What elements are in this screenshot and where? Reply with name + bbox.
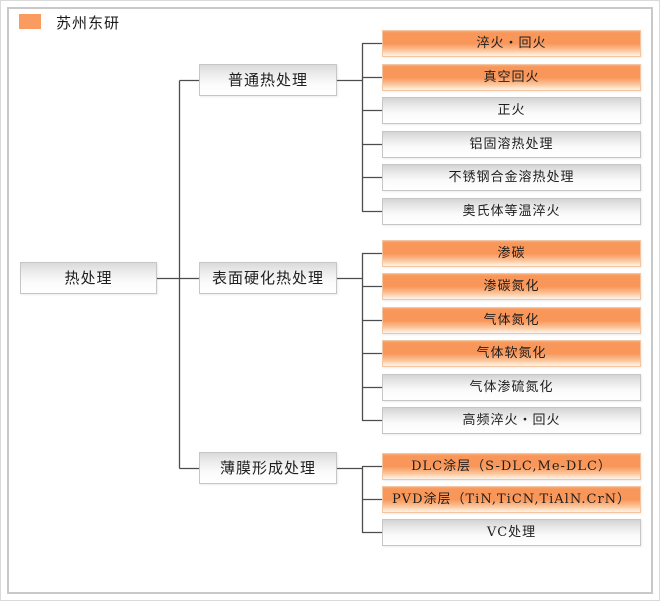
- leaf-node: DLC涂层（S-DLC,Me-DLC）: [382, 453, 641, 480]
- leaf-node: 铝固溶热处理: [382, 131, 641, 158]
- legend-company-label: 苏州东研: [56, 14, 121, 32]
- branch-node-surface-hardening: 表面硬化热处理: [199, 262, 337, 294]
- root-node-heat-treatment: 热处理: [20, 262, 157, 294]
- legend-color-swatch: [19, 14, 41, 29]
- leaf-node: 不锈钢合金溶热处理: [382, 164, 641, 191]
- branch-node-ordinary-heat-treatment: 普通热处理: [199, 64, 337, 96]
- leaf-node: 正火: [382, 97, 641, 124]
- branch-node-thin-film: 薄膜形成处理: [199, 452, 337, 484]
- leaf-node: 奥氏体等温淬火: [382, 198, 641, 225]
- leaf-node: 气体渗硫氮化: [382, 374, 641, 401]
- leaf-node: 渗碳氮化: [382, 273, 641, 300]
- leaf-node: 渗碳: [382, 240, 641, 267]
- leaf-node: VC处理: [382, 519, 641, 546]
- leaf-node: 高频淬火・回火: [382, 407, 641, 434]
- leaf-node: 气体软氮化: [382, 340, 641, 367]
- leaf-node: PVD涂层（TiN,TiCN,TiAlN.CrN）: [382, 486, 641, 513]
- leaf-node: 淬火・回火: [382, 30, 641, 57]
- leaf-node: 气体氮化: [382, 307, 641, 334]
- leaf-node: 真空回火: [382, 64, 641, 91]
